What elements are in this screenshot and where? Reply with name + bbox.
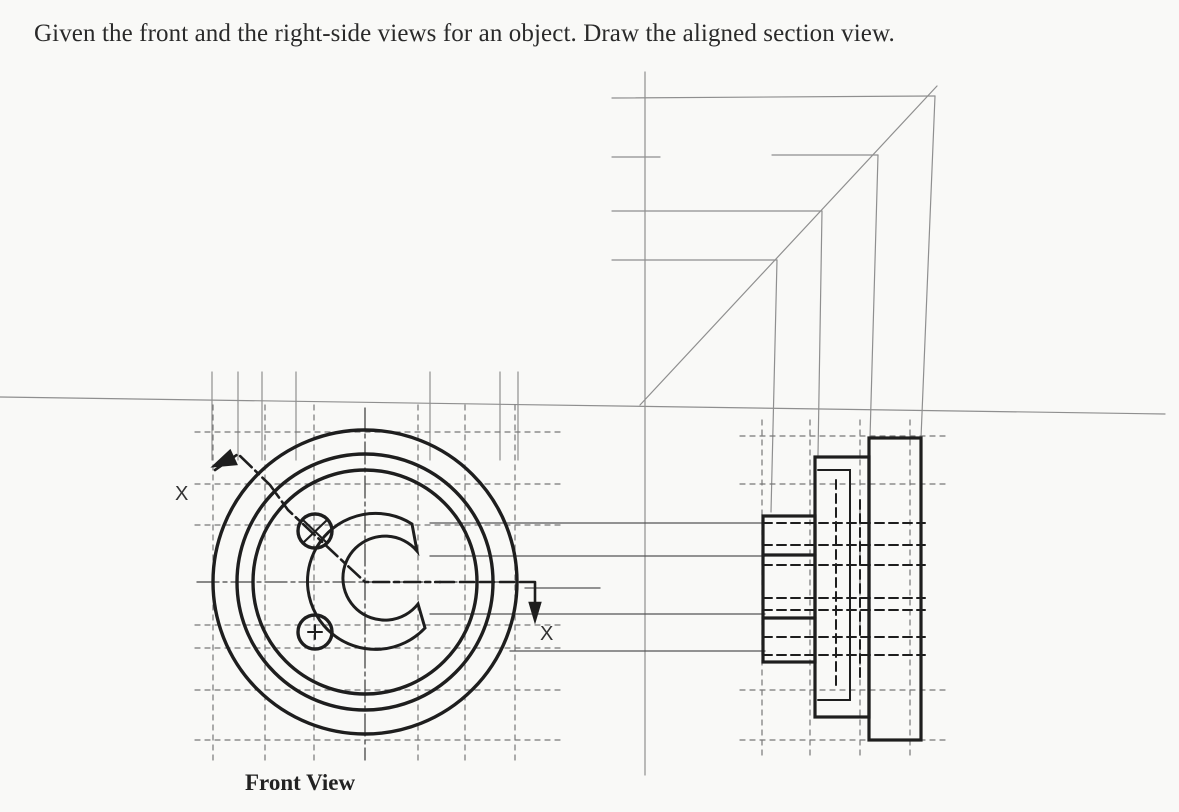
outer-circle	[211, 428, 519, 736]
front-view-label: Front View	[245, 770, 356, 795]
centerlines	[196, 407, 536, 761]
cutting-plane-label-bottom: X	[540, 623, 553, 645]
construction-lines	[0, 71, 1166, 776]
boss	[761, 514, 817, 664]
arrowhead-bottom	[528, 601, 542, 625]
arrowhead-top	[210, 448, 238, 468]
flange	[867, 436, 923, 742]
lower-hole	[296, 613, 334, 651]
miter-line-45	[639, 85, 938, 406]
right-side-view	[761, 436, 923, 742]
hidden-lines	[762, 479, 926, 691]
reference-horizontal-line	[0, 396, 1166, 415]
instruction-text: Given the front and the right-side views…	[34, 20, 895, 47]
upper-hole	[296, 512, 334, 550]
cutting-plane-line	[210, 448, 542, 625]
projection-lines	[429, 522, 766, 652]
inner-circle	[251, 468, 479, 696]
c-shaped-slot	[306, 511, 427, 651]
cutting-plane-label-top: X	[175, 483, 188, 505]
